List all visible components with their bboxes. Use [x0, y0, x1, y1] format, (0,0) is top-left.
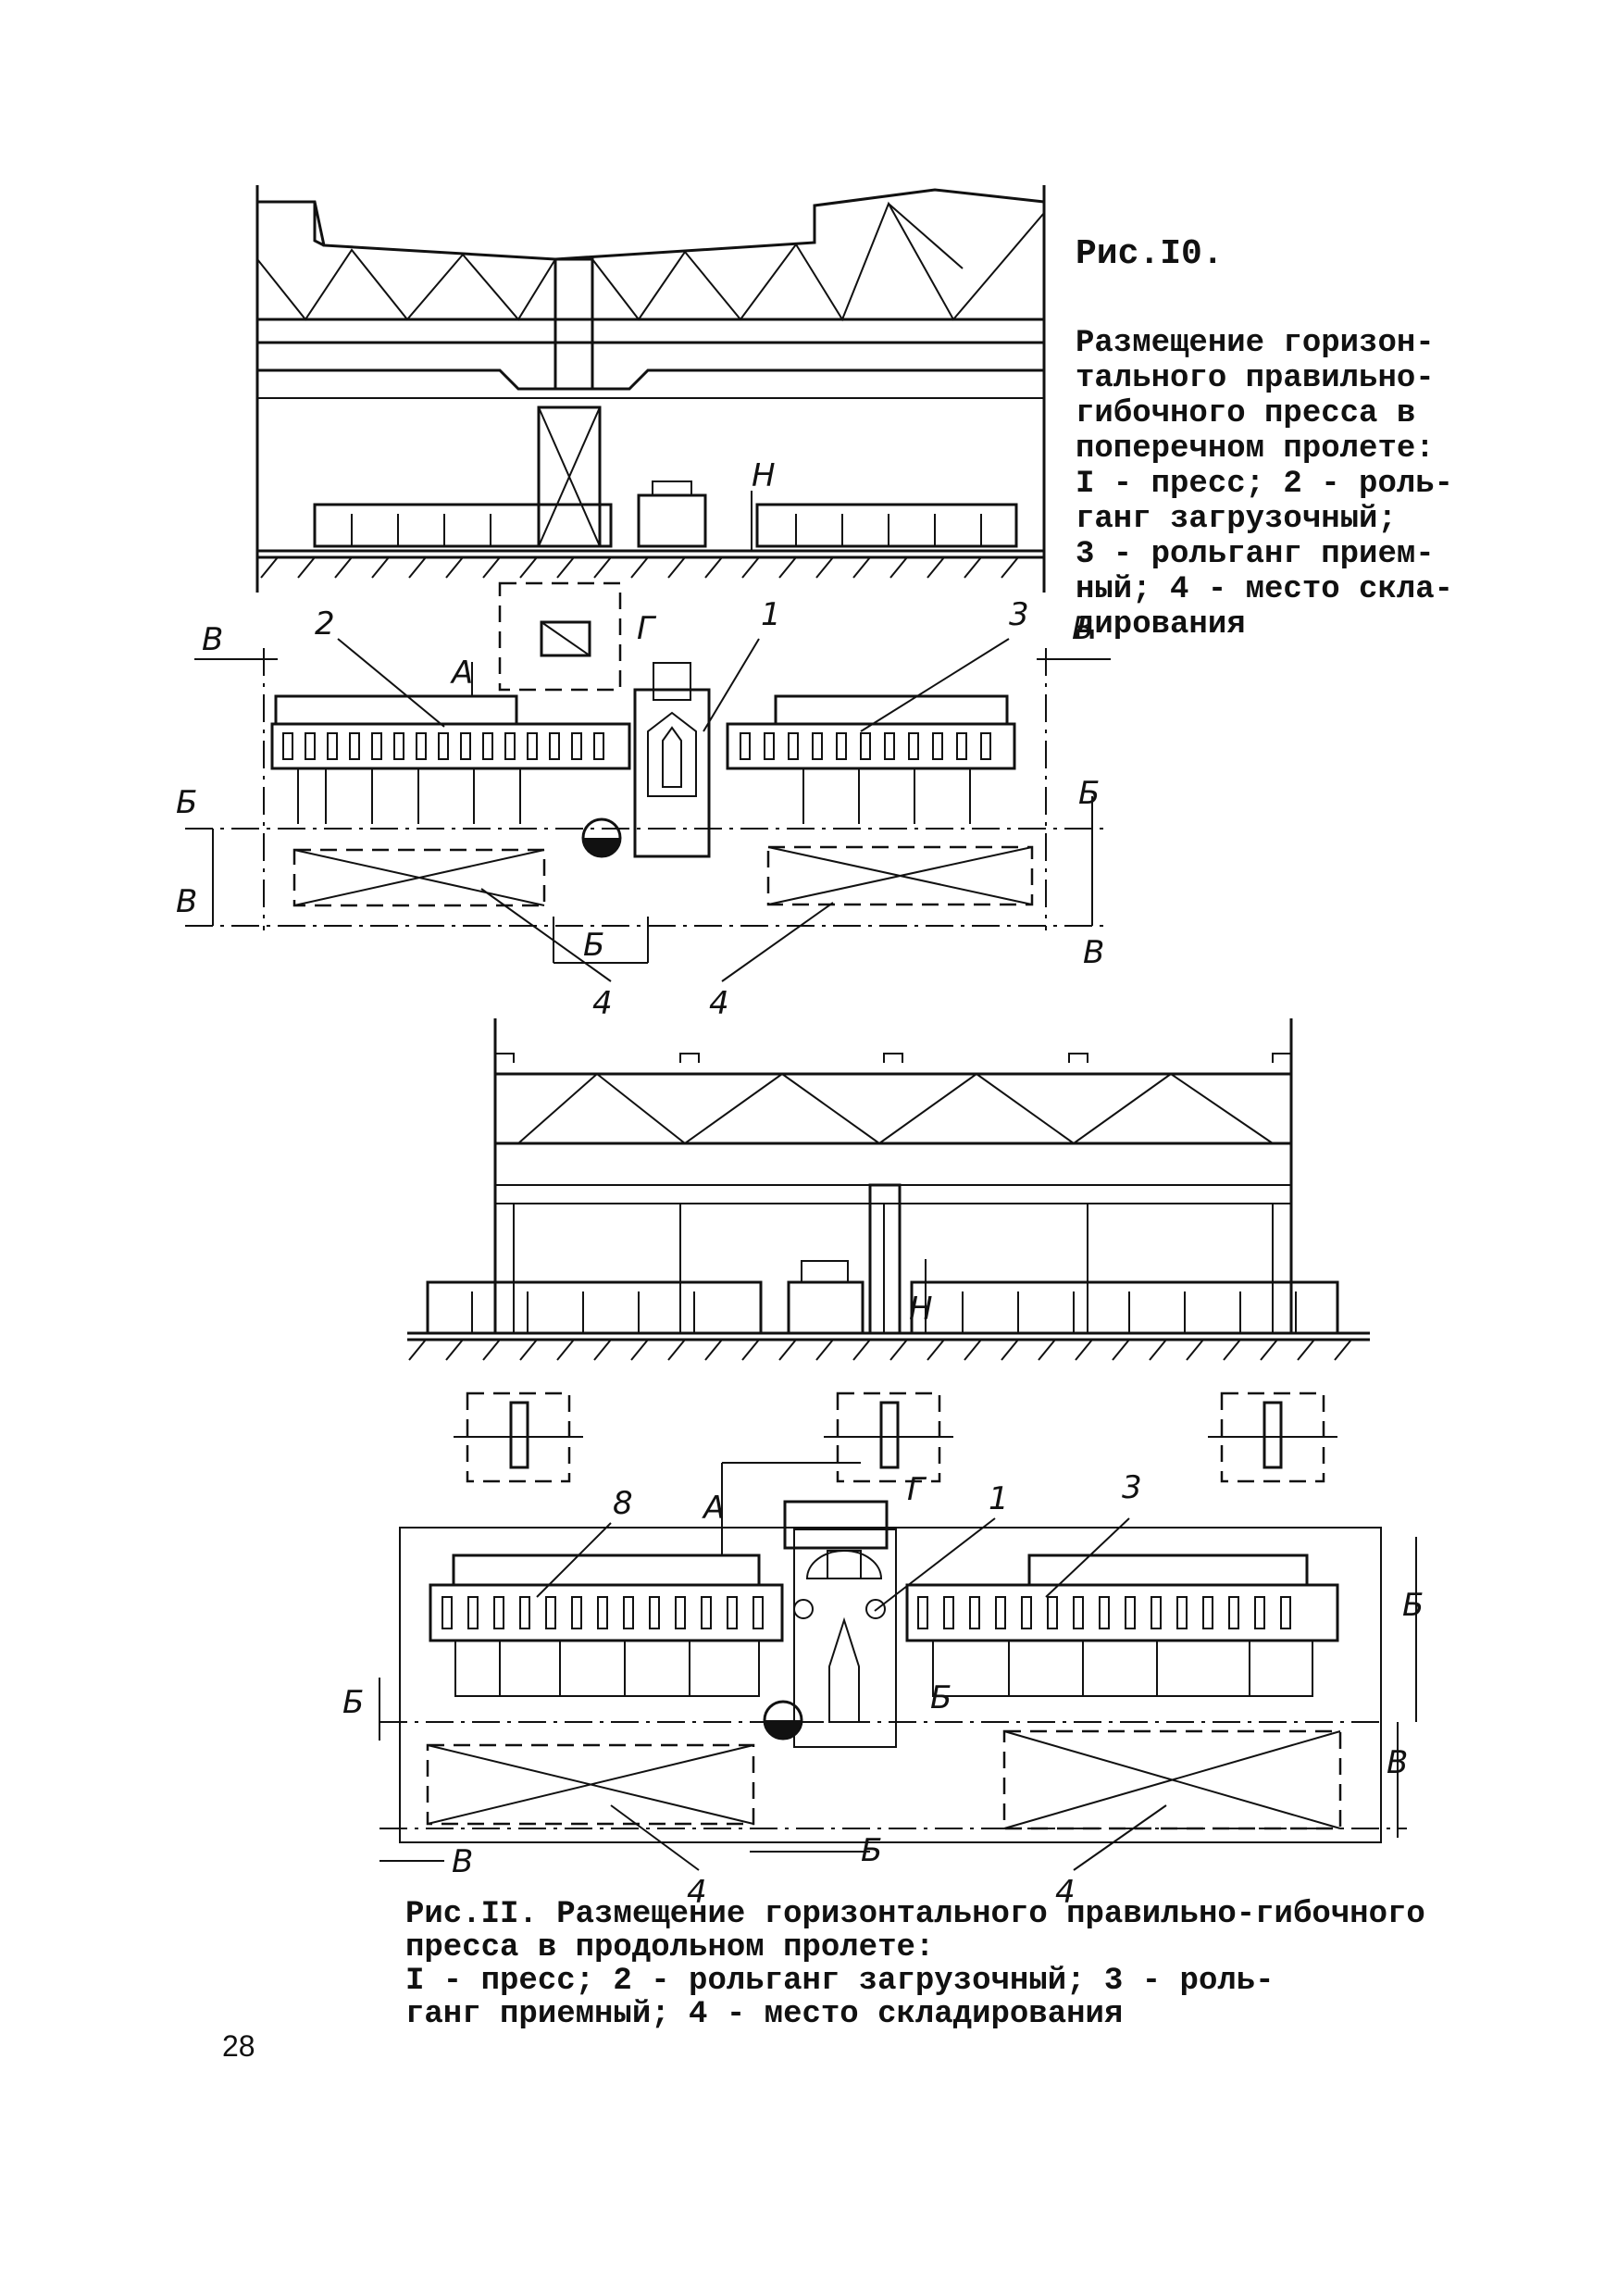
dim-label-v: В — [1072, 610, 1093, 647]
label-storage: 4 — [1055, 1874, 1076, 1911]
dim-label-v: В — [1083, 934, 1104, 971]
label-press: 1 — [761, 596, 781, 633]
label-receiving-table: 3 — [1122, 1469, 1142, 1506]
page-number: 28 — [222, 2029, 255, 2063]
fig11-caption-block: Рис.II. Размещение горизонтального прави… — [405, 1898, 1461, 2031]
dim-label-g: Г — [637, 610, 657, 647]
fig10-caption-block: Рис.I0. Размещение горизон- тального пра… — [1076, 202, 1464, 643]
label-loading-table: 8 — [613, 1485, 633, 1522]
dim-label-b: Б — [861, 1832, 882, 1869]
dim-label-b: Б — [583, 927, 604, 964]
dim-label-b: Б — [1078, 775, 1100, 812]
label-loading-table: 2 — [315, 605, 335, 643]
label-receiving-table: 3 — [1009, 596, 1029, 633]
fig11-caption-text: Размещение горизонтального правильно-гиб… — [405, 1897, 1425, 2032]
label-storage: 4 — [709, 985, 729, 1022]
dim-label-b: Б — [1402, 1587, 1424, 1624]
label-storage: 4 — [687, 1874, 707, 1911]
label-press: 1 — [989, 1480, 1009, 1517]
fig10-elevation — [255, 185, 1046, 593]
fig10-title: Рис.I0. — [1076, 234, 1224, 274]
dim-label-a: А — [702, 1490, 725, 1527]
dim-label-b: Б — [342, 1684, 364, 1721]
fig11-title: Рис.II. — [405, 1897, 538, 1932]
fig10-caption-text: Размещение горизон- тального правильно- … — [1076, 326, 1454, 643]
label-storage: 4 — [592, 985, 613, 1022]
dim-label-b: Б — [176, 784, 197, 821]
dim-label-v: В — [202, 621, 223, 658]
dim-label-b: Б — [930, 1679, 952, 1716]
dim-label-a: А — [450, 655, 473, 692]
fig10-plan: 2 1 3 4 4 В В А Г H Б Б В В Б — [176, 457, 1111, 1022]
dim-label-v: В — [452, 1843, 473, 1880]
fig11-elevation: H — [407, 1018, 1370, 1361]
dim-label-h: H — [752, 457, 776, 494]
dim-label-v: В — [1387, 1744, 1408, 1781]
dim-label-h: H — [909, 1291, 933, 1328]
fig11-plan: 8 1 3 4 4 А Г Б Б Б В В Б — [342, 1391, 1424, 1911]
dim-label-v: В — [176, 883, 197, 920]
dim-label-g: Г — [907, 1471, 927, 1508]
